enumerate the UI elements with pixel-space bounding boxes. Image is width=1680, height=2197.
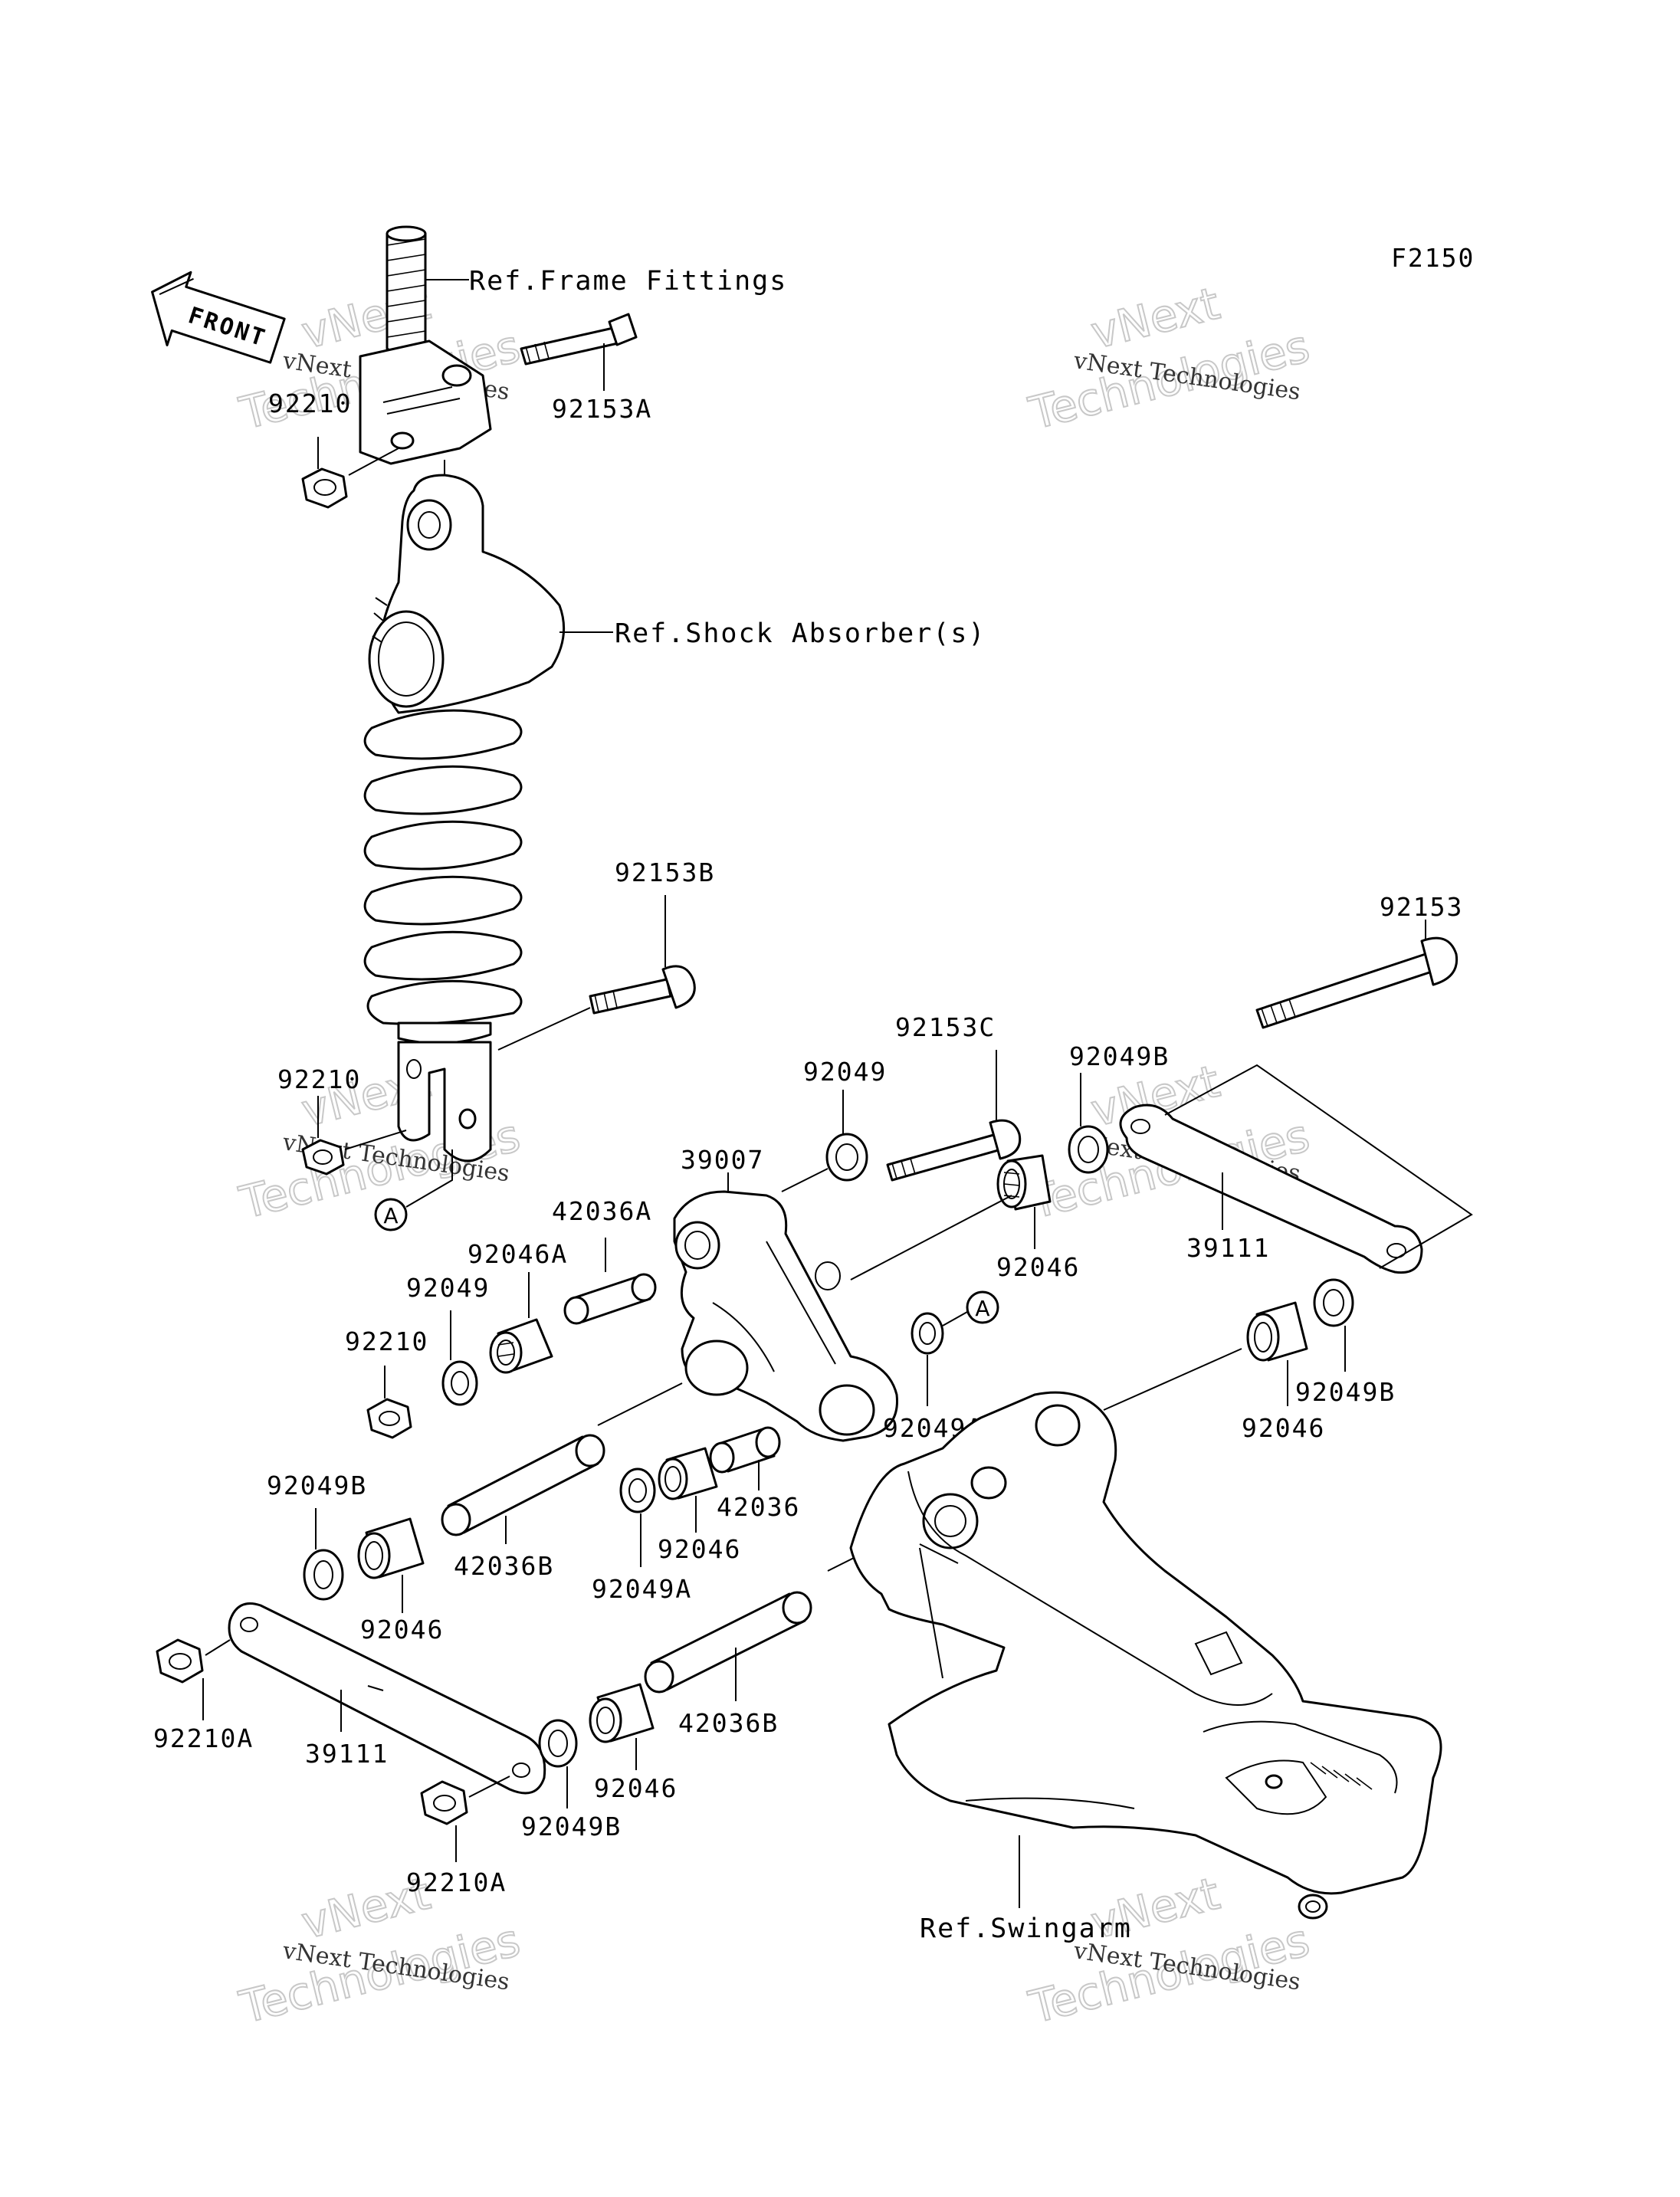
- part-label-92210A-low: 92210A: [406, 1867, 507, 1897]
- nut-92210-top: [301, 467, 348, 509]
- leader-rocker-lower: [597, 1382, 683, 1426]
- shock-absorber: [363, 474, 566, 1162]
- upper-bracket: [359, 339, 492, 465]
- part-label-92046-mid: 92046: [996, 1252, 1080, 1282]
- part-label-92153A: 92153A: [552, 394, 652, 424]
- part-label-39111-left: 39111: [305, 1739, 389, 1769]
- watermark-top-right: vNext Technologies vNext Technologies: [1023, 277, 1315, 441]
- watermark-bottom-right: vNext Technologies vNext Technologies: [1023, 1867, 1315, 2035]
- bearing-92046A: [489, 1318, 553, 1374]
- leader-92210A-low-link: [468, 1776, 510, 1798]
- ref-shock-absorber: Ref.Shock Absorber(s): [615, 618, 986, 649]
- washer-92049A-mid: [911, 1312, 944, 1355]
- part-label-92210-top: 92210: [268, 389, 352, 418]
- ref-frame-fittings: Ref.Frame Fittings: [469, 266, 787, 297]
- swingarm-end-washer: [1298, 1894, 1328, 1920]
- part-label-92210-left: 92210: [345, 1326, 428, 1356]
- diagram-code: F2150: [1391, 243, 1475, 273]
- part-label-92046A: 92046A: [468, 1239, 568, 1269]
- leader-callout-a-right: [942, 1311, 968, 1326]
- leader-rocker-top: [781, 1168, 829, 1192]
- part-label-92210-mid: 92210: [277, 1064, 361, 1094]
- leader-rocker-right: [850, 1195, 1012, 1280]
- part-label-92049B-low: 92049B: [521, 1812, 622, 1841]
- part-label-92046-center: 92046: [658, 1534, 741, 1564]
- bearing-92046-left: [357, 1517, 425, 1579]
- part-label-92049A-low: 92049A: [592, 1574, 692, 1604]
- svg-text:A: A: [383, 1203, 398, 1228]
- shock-spring: [363, 709, 523, 1025]
- part-label-42036: 42036: [717, 1492, 800, 1522]
- nut-92210A-low: [420, 1780, 468, 1825]
- washer-92049B-low: [538, 1719, 578, 1768]
- bolt-92153A: [520, 313, 638, 366]
- callout-a-right: A: [966, 1290, 999, 1324]
- leader-link-bracket: [1164, 1064, 1473, 1269]
- part-label-92049B-right: 92049B: [1295, 1377, 1396, 1407]
- part-label-92153: 92153: [1380, 892, 1463, 922]
- part-label-92046-low: 92046: [594, 1773, 678, 1803]
- leader-callout-a-left: [405, 1149, 453, 1208]
- bolt-92153C: [886, 1119, 1022, 1182]
- washer-92049B-right: [1313, 1278, 1354, 1327]
- svg-text:A: A: [975, 1296, 989, 1321]
- collar-42036: [709, 1426, 781, 1474]
- front-arrow-icon: FRONT: [151, 271, 286, 364]
- callout-a-left: A: [374, 1198, 408, 1231]
- bolt-92153: [1255, 936, 1459, 1029]
- frame-fitting-stud: [386, 225, 427, 356]
- collar-42036B-left: [441, 1434, 605, 1536]
- bearing-92046-right: [1246, 1301, 1308, 1362]
- part-label-42036B-left: 42036B: [454, 1551, 554, 1581]
- leader-92210-mid-link: [344, 1130, 407, 1150]
- part-label-92049B-left: 92049B: [267, 1471, 367, 1500]
- ref-swingarm: Ref.Swingarm: [920, 1913, 1132, 1944]
- washer-92049B-top: [1068, 1125, 1109, 1174]
- leader-92046-right-link: [1103, 1348, 1242, 1411]
- washer-92049A-low: [619, 1467, 656, 1513]
- part-label-92049-left: 92049: [406, 1273, 490, 1303]
- leader-92210-top-link: [348, 448, 399, 476]
- part-label-92046-left: 92046: [360, 1615, 444, 1644]
- bearing-92046-center: [658, 1447, 718, 1500]
- part-label-92153B: 92153B: [615, 857, 715, 887]
- washer-92049B-left: [303, 1549, 344, 1601]
- bearing-92046-mid: [996, 1154, 1052, 1211]
- nut-92210A-left: [156, 1638, 204, 1684]
- swingarm: [849, 1391, 1442, 1895]
- part-label-39007: 39007: [681, 1145, 764, 1175]
- nut-92210-mid: [301, 1139, 345, 1176]
- leader-92153B-link: [497, 1007, 591, 1051]
- washer-92049-top: [825, 1133, 868, 1182]
- part-label-42036A: 42036A: [552, 1196, 652, 1226]
- part-label-92049-top: 92049: [803, 1057, 887, 1087]
- part-label-42036B-low: 42036B: [678, 1708, 779, 1738]
- part-label-92046-right: 92046: [1242, 1413, 1325, 1443]
- rocker-arm-39007: [673, 1190, 898, 1442]
- bearing-92046-low: [589, 1683, 655, 1743]
- leader-92210A-left-link: [205, 1639, 231, 1656]
- link-rod-39111-left: [228, 1602, 546, 1795]
- link-rod-39111-right: [1119, 1103, 1423, 1274]
- nut-92210-left: [366, 1398, 412, 1439]
- part-label-92153C: 92153C: [895, 1012, 996, 1042]
- part-label-92049B-top: 92049B: [1069, 1041, 1170, 1071]
- bolt-92153B: [589, 965, 696, 1015]
- collar-42036B-low: [644, 1591, 812, 1694]
- washer-92049-left: [441, 1360, 478, 1406]
- part-label-92210A-left: 92210A: [153, 1723, 254, 1753]
- part-label-39111-right: 39111: [1186, 1233, 1270, 1263]
- collar-42036A: [563, 1273, 657, 1325]
